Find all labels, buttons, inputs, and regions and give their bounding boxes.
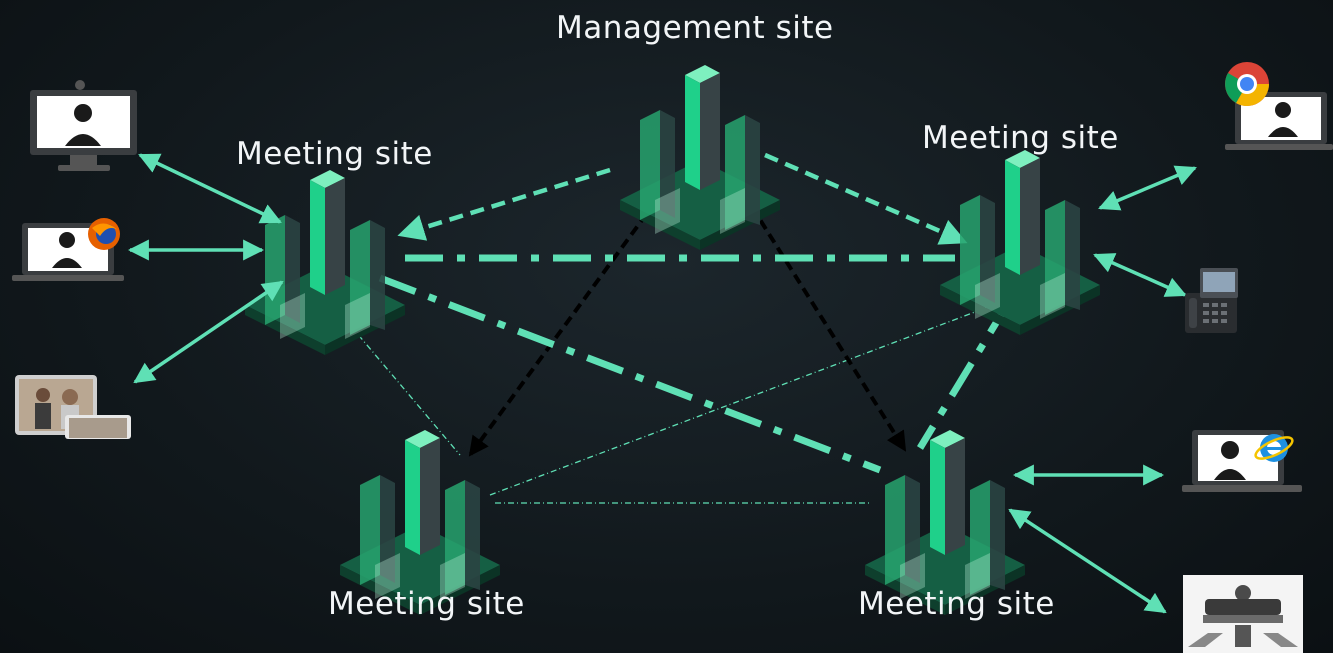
management-site-building bbox=[620, 65, 780, 250]
meeting-site-bottom-right-label: Meeting site bbox=[858, 586, 1055, 622]
access-links bbox=[127, 153, 1197, 614]
meeting-links bbox=[378, 254, 1013, 474]
thin-links bbox=[349, 294, 1021, 504]
meeting-site-right-label: Meeting site bbox=[922, 120, 1119, 156]
meeting-site-right-building bbox=[940, 150, 1100, 335]
terminal-monitor-icon bbox=[30, 80, 137, 171]
meeting-site-left-label: Meeting site bbox=[236, 136, 433, 172]
tablet-video-icon bbox=[15, 375, 131, 439]
ie-laptop-icon bbox=[1182, 430, 1302, 492]
meeting-site-left-building bbox=[245, 170, 405, 355]
management-site-label: Management site bbox=[556, 10, 834, 46]
cascade-links bbox=[468, 173, 907, 457]
chrome-laptop-icon bbox=[1225, 62, 1333, 150]
ip-phone-icon bbox=[1185, 268, 1238, 333]
firefox-laptop-icon bbox=[12, 218, 124, 281]
meeting-site-bottom-left-label: Meeting site bbox=[328, 586, 525, 622]
telepresence-room-icon bbox=[1183, 575, 1303, 653]
management-links bbox=[397, 152, 968, 245]
